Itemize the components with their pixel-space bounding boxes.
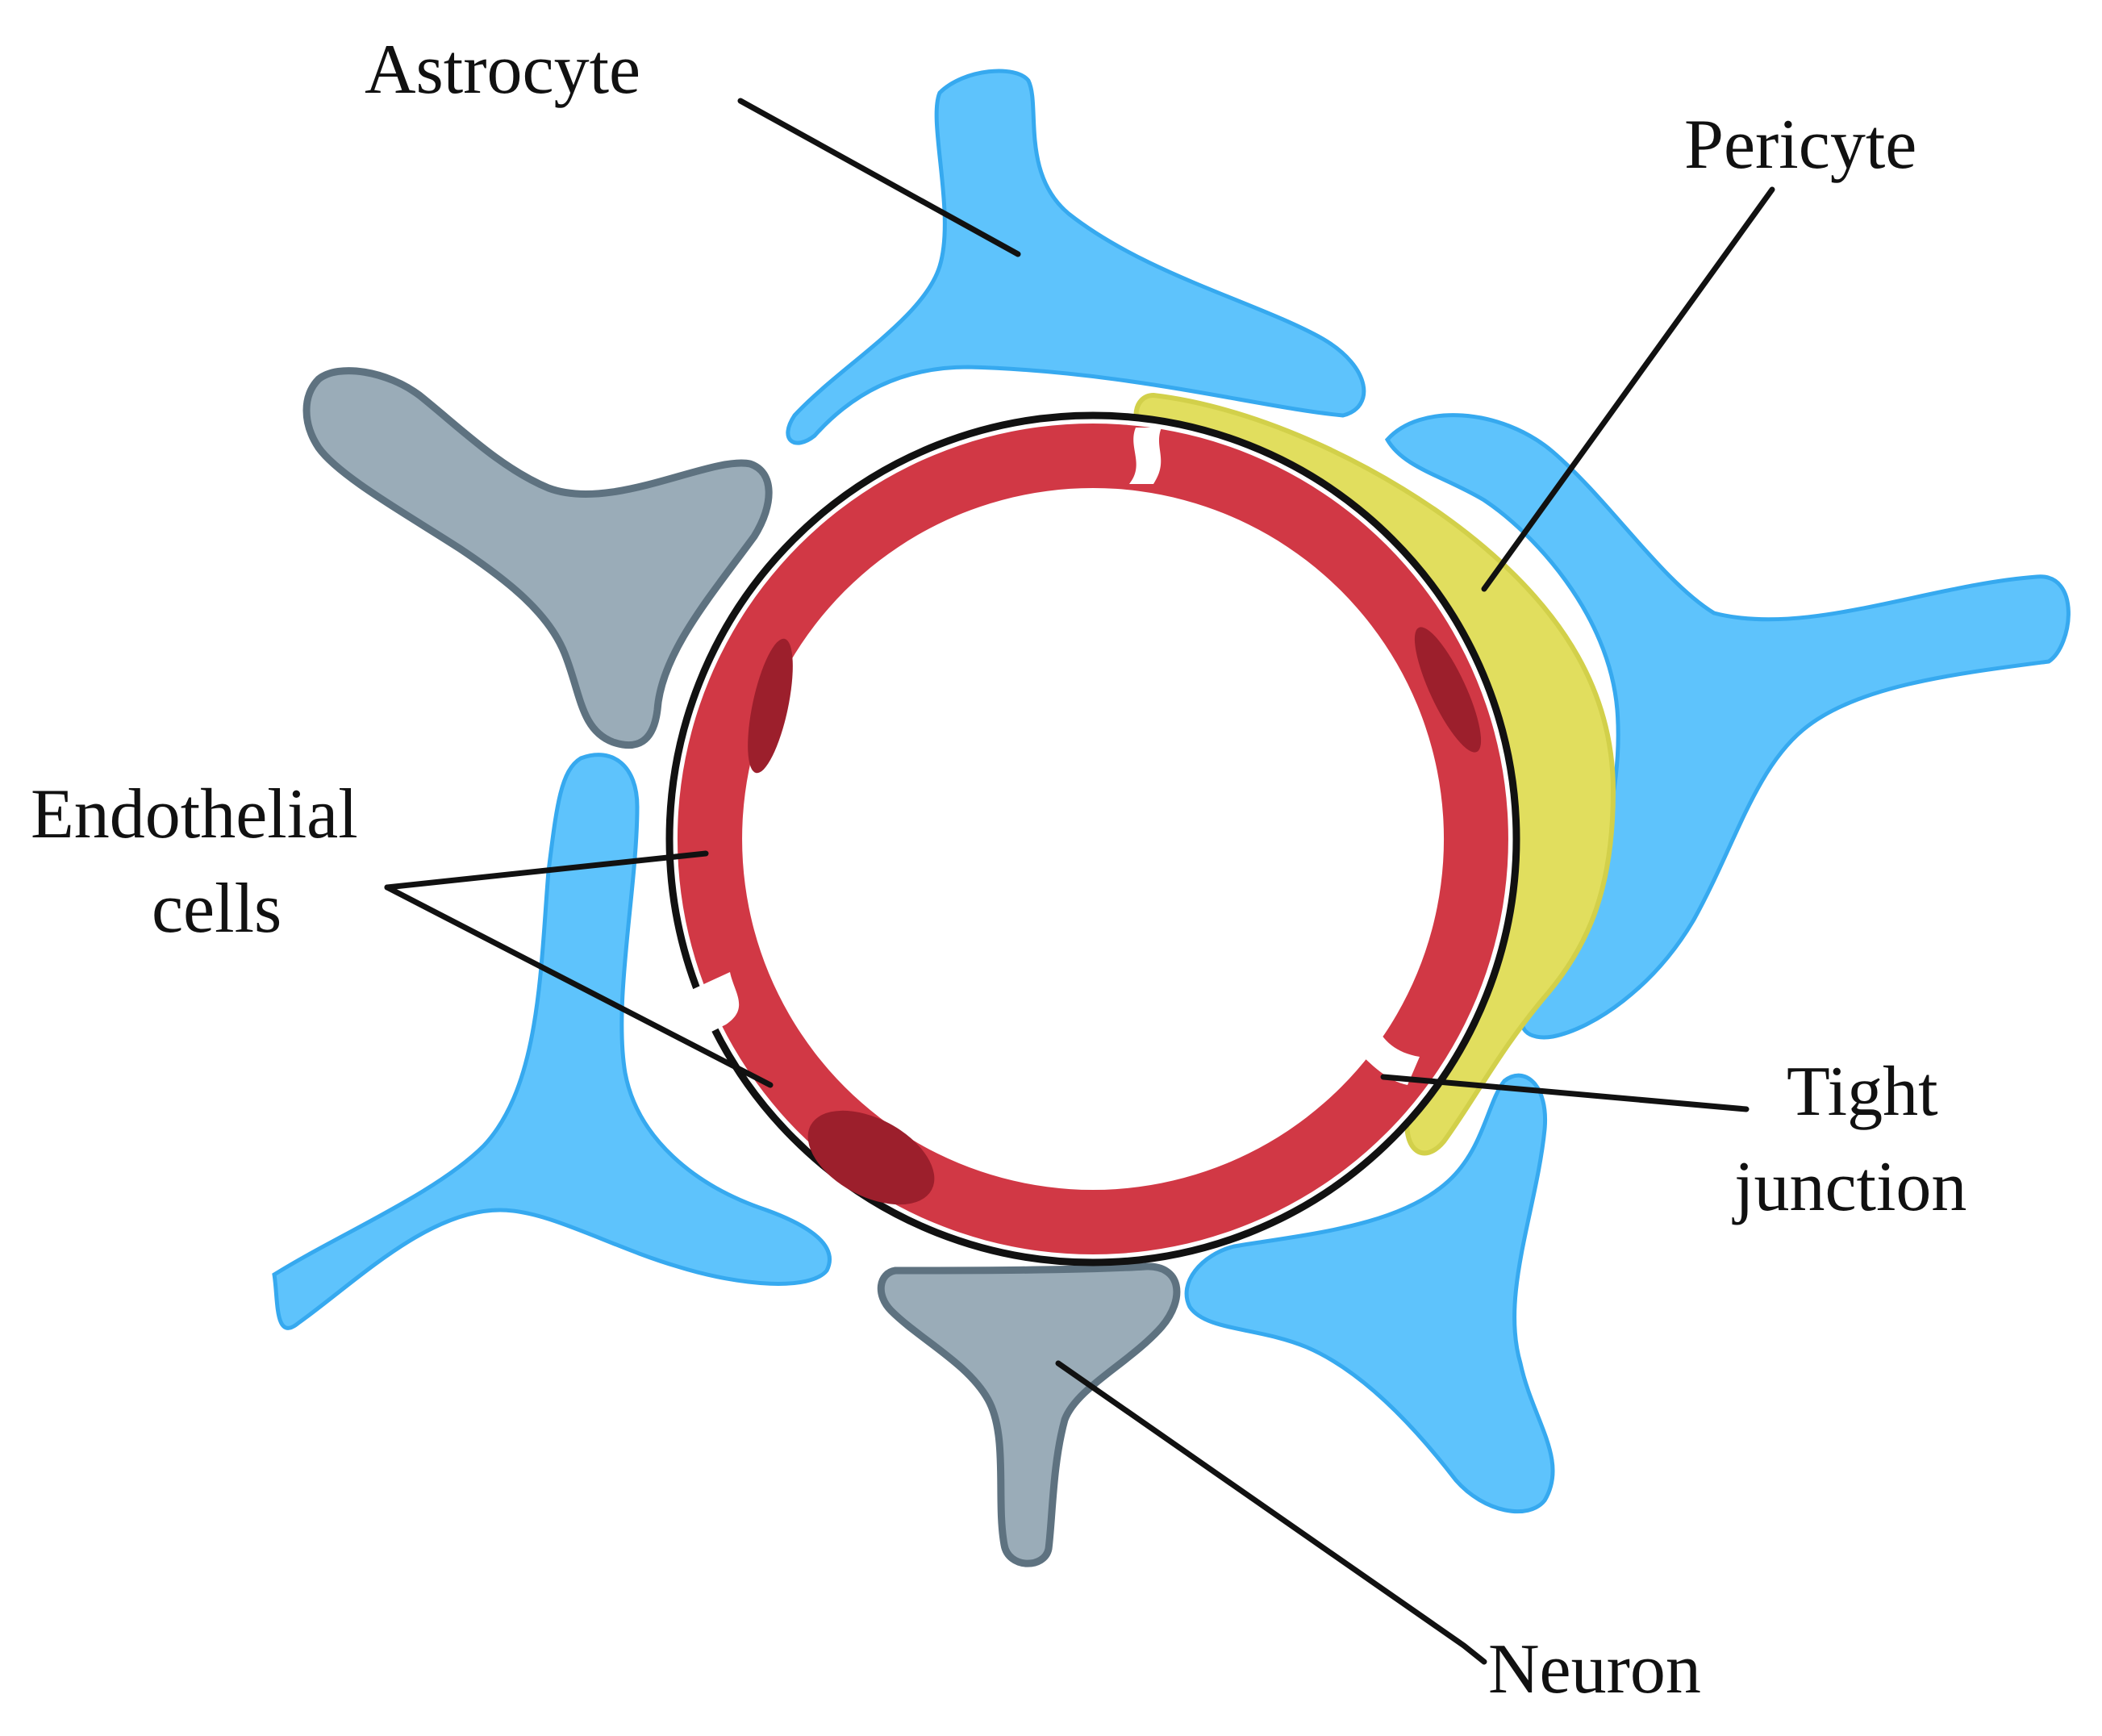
nucleus-right-icon (1414, 627, 1482, 753)
astrocyte-leader (737, 98, 1021, 257)
tight-junction-top-icon (1129, 428, 1162, 484)
neuron-top-left-icon (302, 367, 773, 749)
astrocyte-top-icon (786, 69, 1366, 445)
nuclei (748, 627, 1482, 1205)
astrocytes (272, 69, 2071, 1514)
endothelial-leader-upper (384, 850, 709, 891)
label-endothelial-line1: Endothelial (31, 775, 358, 853)
astrocyte-right-icon (1384, 413, 2071, 1040)
label-pericyte: Pericyte (1684, 106, 1916, 184)
tight-junction-leader (1380, 1074, 1750, 1112)
astrocyte-bottom-right-icon (1184, 1073, 1555, 1514)
label-astrocyte: Astrocyte (365, 31, 640, 109)
neuron-bottom-icon (877, 1262, 1181, 1567)
tight-junctions (677, 428, 1420, 1085)
endothelial-leader-lower (384, 884, 774, 1088)
label-tight-line2: junction (1732, 1148, 1966, 1226)
neuron-leader (1055, 1360, 1487, 1665)
pericyte-leader (1481, 186, 1775, 592)
label-tight-line1: Tight (1787, 1053, 1938, 1131)
astrocyte-left-icon (272, 753, 832, 1330)
nucleus-bottom-icon (807, 1110, 935, 1205)
nucleus-left-icon (748, 638, 793, 774)
label-neuron: Neuron (1488, 1630, 1701, 1709)
basement-membrane (665, 411, 1520, 1267)
tight-junction-left-icon (677, 972, 740, 1041)
blood-vessel (665, 411, 1520, 1267)
neurons (302, 367, 1181, 1567)
leader-lines (384, 98, 1775, 1665)
tight-junction-right-icon (1355, 1024, 1420, 1085)
label-endothelial-line2: cells (152, 870, 282, 948)
labels: Astrocyte Pericyte Endothelial cells Tig… (31, 31, 1966, 1709)
